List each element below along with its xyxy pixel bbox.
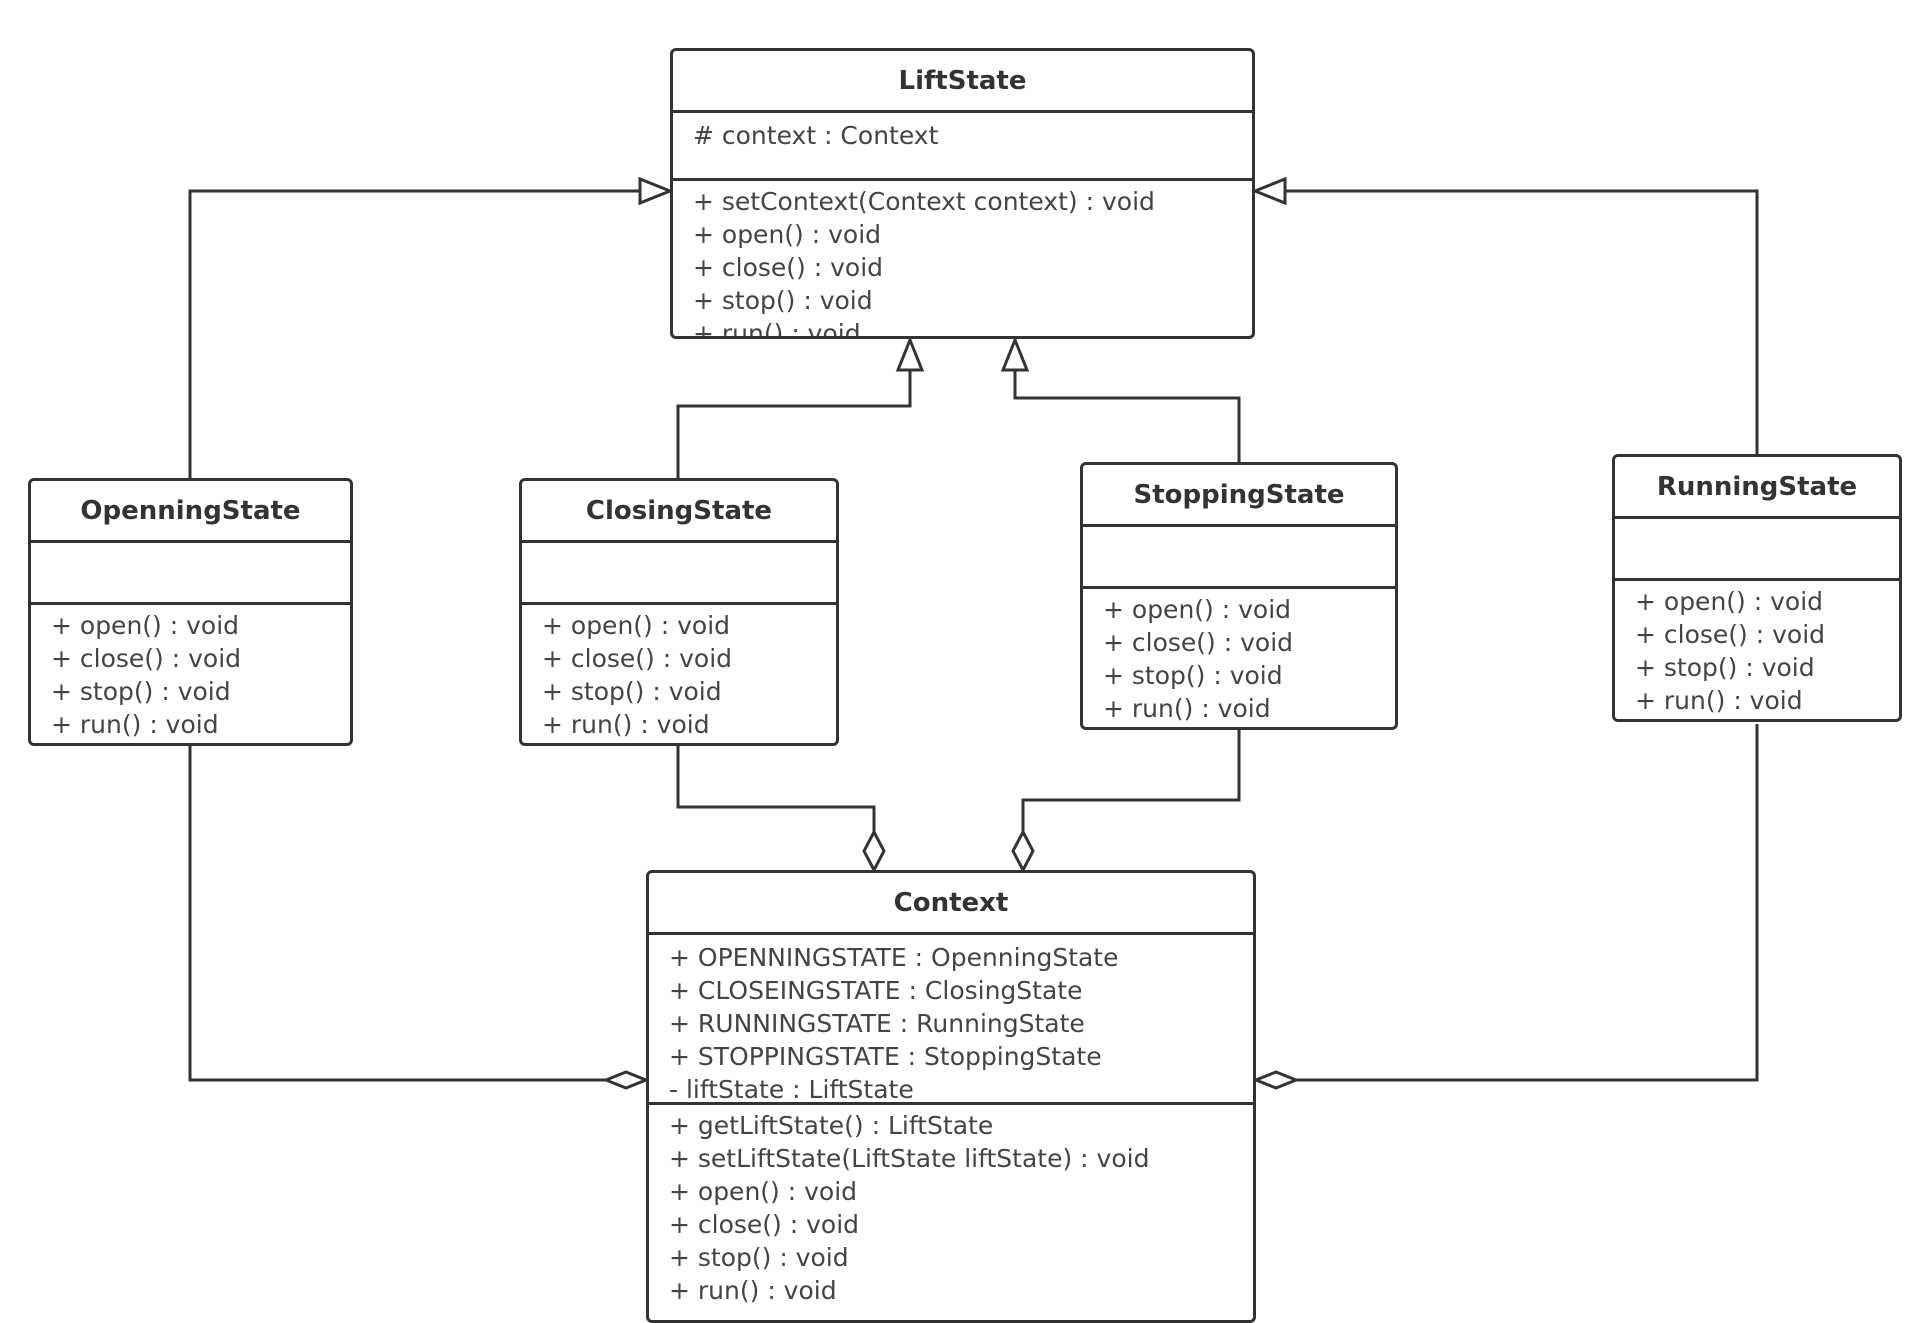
aggregation-openningstate-to-context-hollow-diamond-icon xyxy=(601,1070,651,1090)
class-name: OpenningState xyxy=(31,481,350,543)
operation: + getLiftState() : LiftState xyxy=(669,1111,994,1140)
operation: + stop() : void xyxy=(542,677,722,706)
operation: + run() : void xyxy=(1635,686,1803,715)
attributes-compartment xyxy=(1083,527,1395,589)
attribute: + CLOSEINGSTATE : ClosingState xyxy=(669,976,1083,1005)
class-name: LiftState xyxy=(673,51,1252,113)
operation: + open() : void xyxy=(51,611,240,640)
operation: + setLiftState(LiftState liftState) : vo… xyxy=(669,1144,1150,1173)
operation: + run() : void xyxy=(51,710,219,739)
attribute: + RUNNINGSTATE : RunningState xyxy=(669,1009,1085,1038)
operations-compartment: + open() : void + close() : void + stop() … xyxy=(1083,589,1395,727)
class-stoppingstate[interactable]: StoppingState + open() : void + close() : … xyxy=(1080,462,1398,730)
aggregation-stoppingstate-to-context-line xyxy=(1021,724,1241,832)
operations-compartment: + open() : void + close() : void + stop() … xyxy=(1615,581,1899,719)
operations-compartment: + setContext(Context context) : void + op… xyxy=(673,181,1252,336)
attributes-compartment: + OPENNINGSTATE : OpenningState + CLOSEIN… xyxy=(649,935,1253,1105)
generalization-stoppingstate-to-liftstate-line xyxy=(1013,370,1241,462)
class-name: StoppingState xyxy=(1083,465,1395,527)
class-openningstate[interactable]: OpenningState + open() : void + close() : … xyxy=(28,478,353,746)
aggregation-closingstate-to-context-hollow-diamond-icon xyxy=(862,828,886,874)
class-liftstate[interactable]: LiftState # context : Context + setContext… xyxy=(670,48,1255,339)
operation: + close() : void xyxy=(1635,620,1826,649)
operation: + stop() : void xyxy=(669,1243,849,1272)
class-closingstate[interactable]: ClosingState + open() : void + close() : v… xyxy=(519,478,839,746)
operation: + open() : void xyxy=(669,1177,858,1206)
relationship-layer xyxy=(188,176,1759,1090)
class-runningstate[interactable]: RunningState + open() : void + close() : v… xyxy=(1612,454,1902,722)
operations-compartment: + getLiftState() : LiftState + setLiftSta… xyxy=(649,1105,1253,1320)
class-name: RunningState xyxy=(1615,457,1899,519)
attributes-compartment xyxy=(1615,519,1899,581)
class-name: ClosingState xyxy=(522,481,836,543)
operation: + open() : void xyxy=(693,220,882,249)
operations-compartment: + open() : void + close() : void + stop() … xyxy=(522,605,836,743)
operation: + open() : void xyxy=(542,611,731,640)
operation: + stop() : void xyxy=(51,677,231,706)
attribute: + OPENNINGSTATE : OpenningState xyxy=(669,943,1119,972)
operation: + stop() : void xyxy=(1103,661,1283,690)
generalization-runningstate-to-liftstate-line xyxy=(1285,189,1759,454)
aggregation-runningstate-to-context-hollow-diamond-icon xyxy=(1251,1070,1301,1090)
class-name: Context xyxy=(649,873,1253,935)
aggregation-stoppingstate-to-context-hollow-diamond-icon xyxy=(1011,828,1035,874)
operation: + close() : void xyxy=(1103,628,1294,657)
attribute: + STOPPINGSTATE : StoppingState xyxy=(669,1042,1102,1071)
generalization-openningstate-to-liftstate-hollow-triangle-icon xyxy=(638,176,675,206)
generalization-stoppingstate-to-liftstate-hollow-triangle-icon xyxy=(1000,335,1030,372)
operations-compartment: + open() : void + close() : void + stop() … xyxy=(31,605,350,743)
operation: + open() : void xyxy=(1635,587,1824,616)
operation: + run() : void xyxy=(693,319,861,339)
operation: + setContext(Context context) : void xyxy=(693,187,1155,216)
uml-class-diagram: LiftState # context : Context + setContext… xyxy=(28,48,1902,1323)
operation: + run() : void xyxy=(542,710,710,739)
operation: + close() : void xyxy=(542,644,733,673)
attribute: # context : Context xyxy=(693,121,939,150)
generalization-closingstate-to-liftstate-hollow-triangle-icon xyxy=(895,335,925,372)
aggregation-openningstate-to-context-line xyxy=(188,740,606,1082)
attributes-compartment xyxy=(522,543,836,605)
operation: + close() : void xyxy=(51,644,242,673)
operation: + close() : void xyxy=(693,253,884,282)
attributes-compartment: # context : Context xyxy=(673,113,1252,181)
operation: + close() : void xyxy=(669,1210,860,1239)
aggregation-closingstate-to-context-line xyxy=(676,740,876,832)
operation: + stop() : void xyxy=(1635,653,1815,682)
generalization-openningstate-to-liftstate-line xyxy=(188,189,640,478)
aggregation-runningstate-to-context-line xyxy=(1296,724,1759,1082)
operation: + run() : void xyxy=(669,1276,837,1305)
operation: + open() : void xyxy=(1103,595,1292,624)
operation: + stop() : void xyxy=(693,286,873,315)
generalization-runningstate-to-liftstate-hollow-triangle-icon xyxy=(1250,176,1287,206)
generalization-closingstate-to-liftstate-line xyxy=(676,370,912,478)
class-context[interactable]: Context+ OPENNINGSTATE : OpenningState+ … xyxy=(646,870,1256,1323)
operation: + run() : void xyxy=(1103,694,1271,723)
attributes-compartment xyxy=(31,543,350,605)
attribute: - liftState : LiftState xyxy=(669,1075,914,1104)
